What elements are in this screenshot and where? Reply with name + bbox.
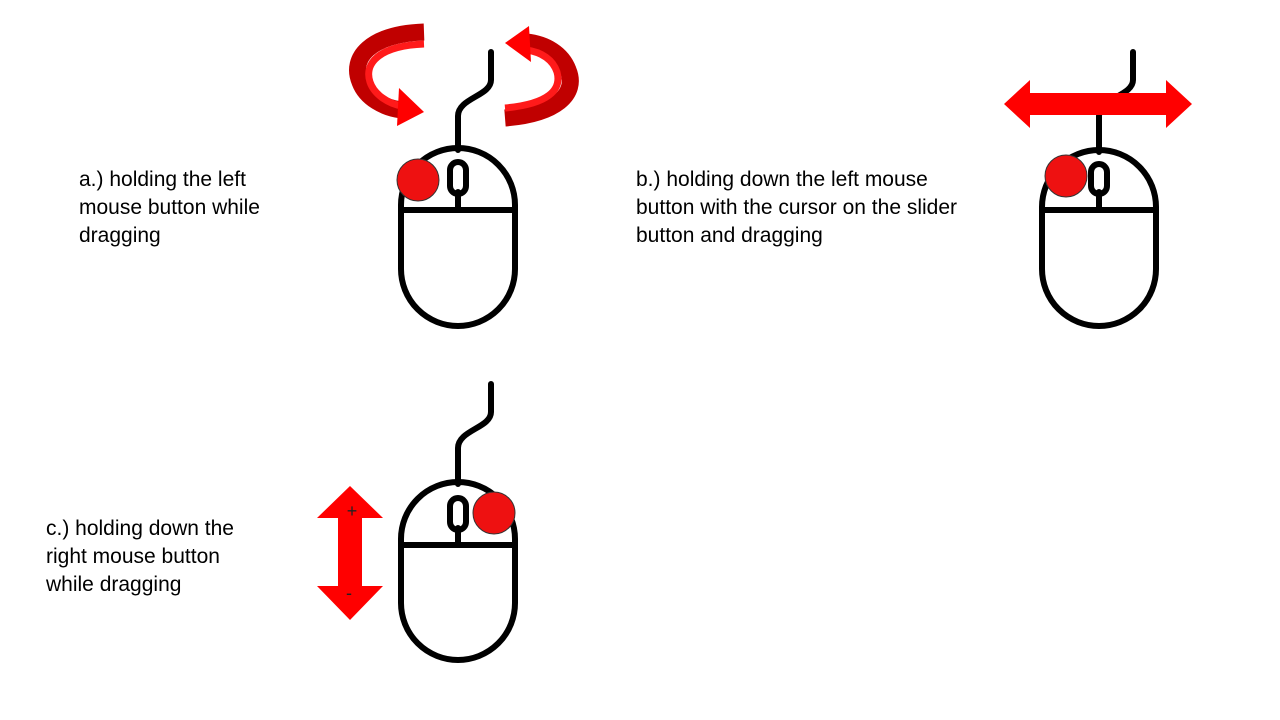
mouse-scroll-wheel (447, 159, 469, 197)
left-button-press-dot (1044, 154, 1088, 198)
caption-b: b.) holding down the left mouse button w… (636, 166, 957, 250)
vertical-double-arrow-icon: + - (317, 486, 383, 620)
mouse-body-group (1039, 147, 1159, 329)
left-button-press-dot (396, 158, 440, 202)
caption-a-line-1: a.) holding the left (79, 168, 246, 191)
caption-c: c.) holding down the right mouse button … (46, 515, 234, 599)
mouse-outline (398, 381, 518, 663)
right-button-press-dot (472, 491, 516, 535)
mouse-figure-c: + - (317, 381, 518, 663)
caption-c-line-2: right mouse button (46, 545, 220, 568)
rotate-arrows-icon (349, 23, 579, 127)
caption-a-line-3: dragging (79, 224, 161, 247)
mouse-figure-a (349, 23, 579, 329)
caption-a: a.) holding the left mouse button while … (79, 166, 260, 250)
mouse-scroll-wheel (1088, 161, 1110, 197)
caption-c-line-3: while dragging (46, 573, 182, 596)
mouse-body (1039, 147, 1159, 329)
caption-b-line-2: button with the cursor on the slider (636, 196, 958, 219)
caption-b-line-1: b.) holding down the left mouse (636, 168, 928, 191)
mouse-cable (455, 49, 494, 153)
minus-label: - (346, 583, 352, 603)
mouse-body (398, 479, 518, 663)
horizontal-double-arrow-icon (1004, 80, 1192, 128)
mouse-scroll-wheel (447, 495, 469, 533)
mouse-outline (398, 49, 518, 329)
caption-a-line-2: mouse button while (79, 196, 260, 219)
mouse-figure-b (1004, 49, 1192, 329)
mouse-body (398, 145, 518, 329)
caption-c-line-1: c.) holding down the (46, 517, 234, 540)
caption-b-line-3: button and dragging (636, 224, 823, 247)
mouse-cable (455, 381, 494, 487)
plus-label: + (347, 501, 358, 521)
